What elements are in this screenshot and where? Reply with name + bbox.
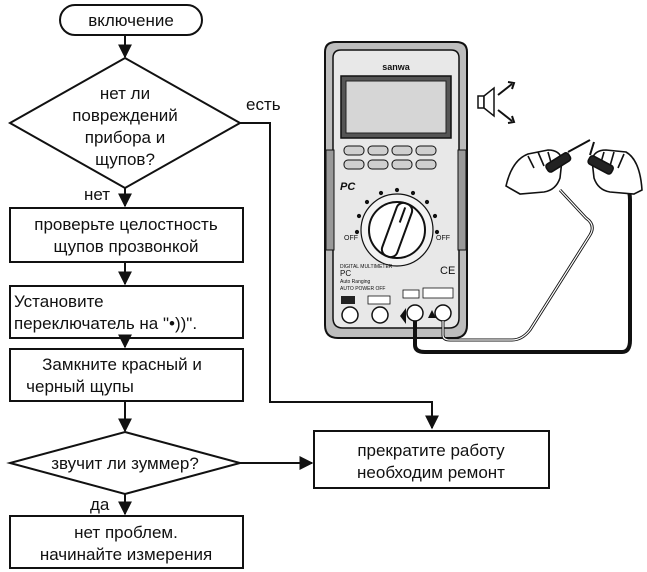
step2-line1: Установите [14,292,104,311]
damage-yes-connector [240,122,439,430]
svg-text:PC: PC [340,269,351,278]
ok-start-box [9,515,244,569]
model-label: DIGITAL MULTIMETER PC Auto Ranging AUTO … [340,264,393,292]
left-hand-probe [505,139,591,195]
right-hand-probe [587,141,643,195]
rotary-switch [354,187,440,267]
stop-repair-box [313,430,550,489]
decision1-no-label: нет [84,185,110,204]
terminal-ma [371,306,389,324]
ce-mark: CE [440,265,455,277]
off-left-label: OFF [344,235,358,242]
step2-text: Установите переключатель на "•))". [14,292,197,333]
decision2-label: звучит ли зуммер? [51,454,199,473]
ok-line2: начинайте измерения [40,545,212,564]
terminal-panel [341,287,454,324]
flowchart-text: включение нет ли повреждений прибора и щ… [26,11,505,564]
off-right-label: OFF [436,235,450,242]
lcd-screen [345,80,447,134]
speaker-icon [477,81,516,124]
multimeter: sanwa PC OFF [324,41,468,339]
flowchart [6,4,550,569]
start-terminator [59,4,203,36]
right-grip [457,149,467,251]
step3-line1: Замкните красный и [42,355,202,374]
decision1-yes-label: есть [246,95,281,114]
stop-line1: прекратите работу [357,441,505,460]
button-panel [343,145,437,170]
check-probes-box [9,207,244,263]
step2-line2: переключатель на "•))". [14,314,197,333]
decision1-line4: щупов? [95,150,155,169]
meter-brand: sanwa [382,62,411,72]
step3-line2: черный щупы [26,377,134,396]
step1-line2: щупов прозвонкой [53,237,198,256]
stop-line2: необходим ремонт [357,463,505,482]
left-grip [325,149,335,251]
svg-text:Auto Ranging: Auto Ranging [340,279,371,285]
terminal-a [341,306,359,324]
start-label: включение [88,11,174,30]
svg-text:AUTO POWER OFF: AUTO POWER OFF [340,286,385,292]
terminal-com [406,304,424,322]
pc-link-logo: PC [340,181,356,193]
decision1-line1: нет ли [100,84,150,103]
ok-line1: нет проблем. [74,523,178,542]
decision1-line2: повреждений [72,106,178,125]
step1-line1: проверьте целостность [34,215,218,234]
short-probes-box [9,348,244,402]
decision2-yes-label: да [90,495,110,514]
svg-text:DIGITAL MULTIMETER: DIGITAL MULTIMETER [340,264,393,270]
decision1-line3: прибора и [85,128,165,147]
terminal-v [434,304,452,322]
